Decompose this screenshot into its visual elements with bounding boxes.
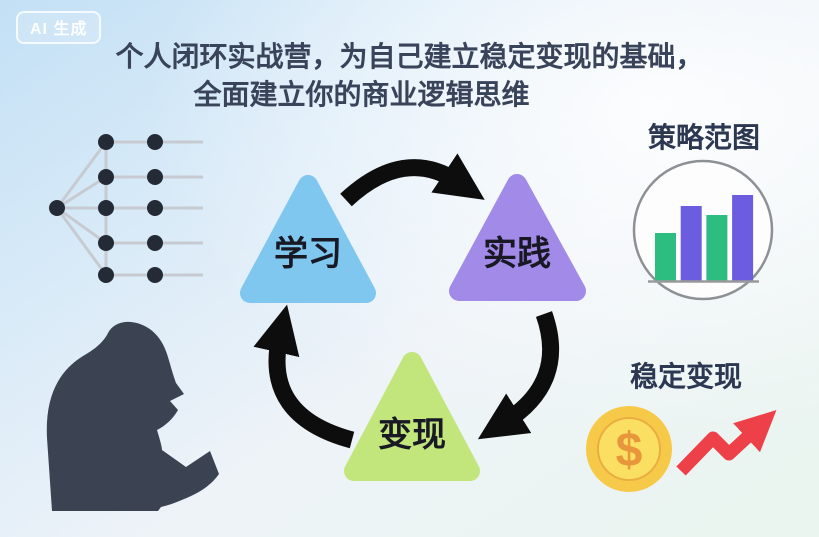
stable-monetization-label: 稳定变现 [630, 360, 742, 392]
dollar-symbol: $ [616, 424, 643, 477]
practice-triangle [449, 174, 586, 301]
cycle-step-learn: 学习 [240, 175, 376, 303]
trend-up-arrow-icon [676, 410, 777, 476]
practice-label: 实践 [483, 235, 551, 273]
page-title: 个人闭环实战营，为自己建立稳定变现的基础， 全面建立你的商业逻辑思维 [0, 38, 819, 114]
strategy-chart-section: 策略范图 [632, 121, 774, 301]
strategy-bar [732, 195, 754, 281]
mindmap-tree-icon [49, 134, 203, 283]
learn-triangle [240, 175, 376, 303]
tree-nodes [49, 134, 163, 283]
tree-lines [55, 140, 203, 277]
coin-inner [597, 417, 661, 481]
learn-label: 学习 [274, 234, 342, 273]
monetize-triangle-label: 变现 [378, 416, 446, 454]
stable-monetization-section: 稳定变现 $ [586, 360, 777, 492]
reading-person-silhouette [46, 321, 220, 511]
strategy-chart-label: 策略范图 [648, 121, 760, 153]
title-line-1: 个人闭环实战营，为自己建立稳定变现的基础， [115, 41, 704, 72]
cycle-diagram: 学习 实践 变现 [240, 153, 586, 481]
monetize-triangle [344, 352, 480, 481]
title-line-2: 全面建立你的商业逻辑思维 [193, 79, 530, 110]
cycle-step-monetize: 变现 [344, 352, 480, 481]
ai-generated-badge: AI 生成 [16, 11, 102, 44]
strategy-bar [655, 233, 676, 281]
arrow-learn-to-practice [340, 153, 485, 207]
strategy-bars [655, 195, 754, 281]
arrow-practice-to-monetize [477, 311, 560, 440]
strategy-bar [706, 215, 728, 281]
cycle-step-practice: 实践 [449, 174, 586, 301]
arrow-monetize-to-learn [253, 304, 355, 449]
strategy-bar [680, 206, 702, 281]
dollar-coin-icon: $ [586, 406, 672, 492]
cycle-arrows [253, 153, 560, 449]
